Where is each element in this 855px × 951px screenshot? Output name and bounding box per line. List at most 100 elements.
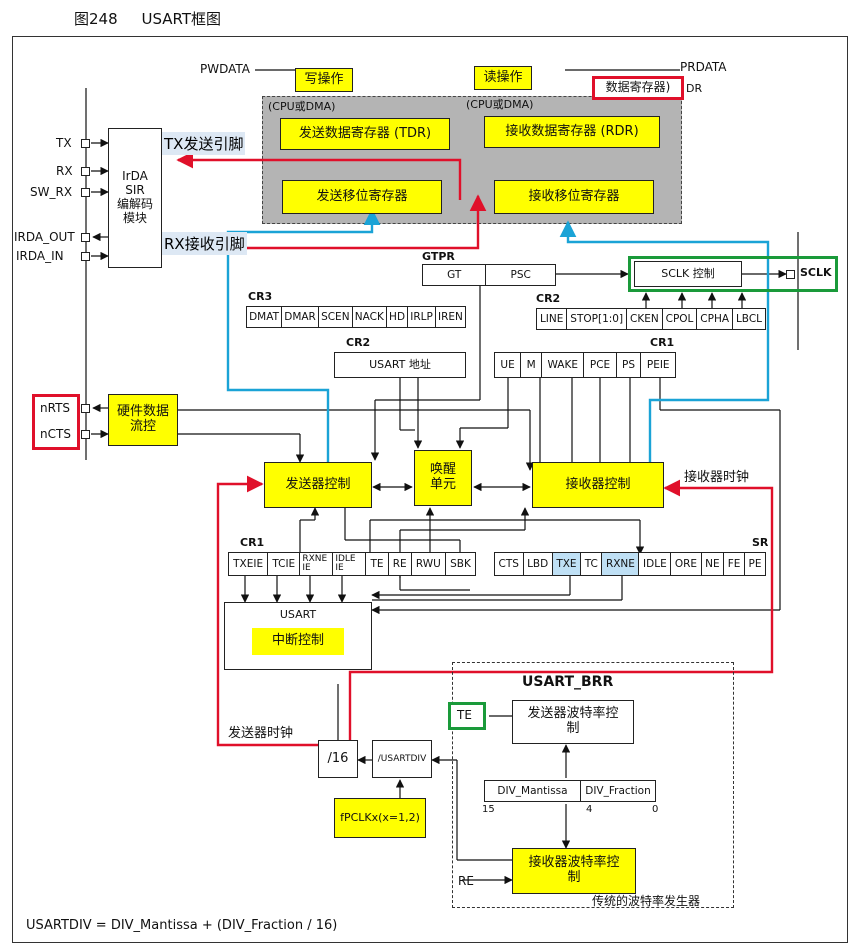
usart-address: USART 地址 xyxy=(334,352,466,378)
cr3-label: CR3 xyxy=(248,290,273,303)
pin-nrts-label: nRTS xyxy=(40,401,71,415)
figure-number: 图248 xyxy=(74,10,118,28)
sr-register: CTS LBD TXE TC RXNE IDLE ORE NE FE PE xyxy=(494,552,766,576)
rdr-register: 接收数据寄存器 (RDR) xyxy=(484,116,660,148)
tx-pin-annotation: TX发送引脚 xyxy=(162,132,246,155)
rx-pin-annotation: RX接收引脚 xyxy=(162,232,247,255)
sr-txe: TXE xyxy=(551,553,581,575)
pin-irda-out-label: IRDA_OUT xyxy=(14,230,75,244)
cr2-cpol: CPOL xyxy=(661,309,697,329)
cpu-dma-left: (CPU或DMA) xyxy=(268,100,336,113)
cr1-te: TE xyxy=(365,553,387,575)
sr-cts: CTS xyxy=(498,558,519,570)
pin-irda-out xyxy=(81,233,90,242)
pin-irda-in-label: IRDA_IN xyxy=(16,249,64,263)
rx-shift-register: 接收移位寄存器 xyxy=(494,180,654,214)
irda-line2: SIR xyxy=(125,183,145,198)
cr1-top-label: CR1 xyxy=(650,336,675,349)
cr2-addr-label: CR2 xyxy=(346,336,371,349)
cr1-re: RE xyxy=(387,553,411,575)
usartdiv-formula: USARTDIV = DIV_Mantissa + (DIV_Fraction … xyxy=(26,918,338,933)
pin-sw-rx-label: SW_RX xyxy=(30,185,73,199)
irda-line3: 编解码 xyxy=(116,197,153,211)
cr1-bottom-register: TXEIE TCIE RXNE IE IDLE IE TE RE RWU SBK xyxy=(228,552,476,576)
brr-register: DIV_Mantissa DIV_Fraction xyxy=(484,780,656,802)
usartdiv-divider: /USARTDIV xyxy=(372,740,432,778)
sr-ore: ORE xyxy=(670,553,700,575)
pin-sw-rx xyxy=(81,188,90,197)
pin-ncts-label: nCTS xyxy=(40,427,71,441)
cr3-dmat: DMAT xyxy=(249,311,280,323)
divide-by-16: /16 xyxy=(318,740,358,778)
rx-baud-control: 接收器波特率控制 xyxy=(512,848,636,894)
pin-nrts xyxy=(81,404,90,413)
cr1-peie: PEIE xyxy=(640,353,675,377)
brr-bit4: 4 xyxy=(586,804,593,815)
cr1-wake: WAKE xyxy=(541,353,583,377)
read-operation: 读操作 xyxy=(474,66,532,90)
te-input: TE xyxy=(448,702,486,730)
pin-irda-in xyxy=(81,252,90,261)
transmitter-clock-label: 发送器时钟 xyxy=(228,726,294,741)
cr1-m: M xyxy=(520,353,541,377)
sclk-control: SCLK 控制 xyxy=(634,261,742,287)
diagram-frame xyxy=(12,36,848,943)
cr2-cpha: CPHA xyxy=(696,309,732,329)
sclk-highlight xyxy=(628,256,838,292)
prdata-label: PRDATA xyxy=(680,60,727,74)
re-input: RE xyxy=(458,874,474,888)
flow-pins-highlight xyxy=(32,394,80,450)
pwdata-label: PWDATA xyxy=(200,62,251,76)
cr3-nack: NACK xyxy=(351,307,386,327)
cr2-lbcl: LBCL xyxy=(732,309,765,329)
pin-ncts xyxy=(81,430,90,439)
irda-line1: IrDA xyxy=(122,169,148,184)
brr-mantissa: DIV_Mantissa xyxy=(497,785,568,797)
cr1-rxneie: RXNE IE xyxy=(299,553,332,575)
cpu-dma-right: (CPU或DMA) xyxy=(466,98,534,111)
brr-fraction: DIV_Fraction xyxy=(580,781,655,801)
data-register-label: 数据寄存器) xyxy=(592,76,684,100)
dr-suffix: DR xyxy=(686,82,703,95)
pin-sclk xyxy=(786,270,795,279)
cr2-register: LINE STOP[1:0] CKEN CPOL CPHA LBCL xyxy=(536,308,766,330)
cr2-top-label: CR2 xyxy=(536,292,561,305)
cr1-idleie: IDLE IE xyxy=(332,553,365,575)
cr1-ue: UE xyxy=(500,359,515,371)
sr-lbd: LBD xyxy=(522,553,552,575)
cr3-irlp: IRLP xyxy=(407,307,435,327)
sr-ne: NE xyxy=(700,553,724,575)
gtpr-gt: GT xyxy=(447,269,462,281)
interrupt-title: USART xyxy=(279,608,317,621)
sr-rxne: RXNE xyxy=(601,553,639,575)
cr3-register: DMAT DMAR SCEN NACK HD IRLP IREN xyxy=(246,306,466,328)
sr-tc: TC xyxy=(580,553,601,575)
cr2-cken: CKEN xyxy=(626,309,662,329)
tx-shift-register: 发送移位寄存器 xyxy=(282,180,442,214)
sr-idle: IDLE xyxy=(638,553,670,575)
figure-name: USART框图 xyxy=(141,10,222,28)
brr-label: USART_BRR xyxy=(522,674,614,690)
cr1-txeie: TXEIE xyxy=(233,558,264,570)
transmitter-control: 发送器控制 xyxy=(264,462,372,508)
gtpr-psc: PSC xyxy=(485,265,555,285)
cr1-tcie: TCIE xyxy=(267,553,299,575)
sr-label: SR xyxy=(752,536,769,549)
pin-tx xyxy=(81,139,90,148)
pin-rx xyxy=(81,167,90,176)
figure-title: 图248 USART框图 xyxy=(74,8,221,29)
baud-generator-label: 传统的波特率发生器 xyxy=(592,894,701,908)
cr2-line: LINE xyxy=(539,313,564,325)
usart-brr-area xyxy=(452,662,734,908)
cr1-bottom-label: CR1 xyxy=(240,536,265,549)
tdr-register: 发送数据寄存器 (TDR) xyxy=(280,118,450,150)
write-operation: 写操作 xyxy=(295,68,353,92)
cr1-top-register: UE M WAKE PCE PS PEIE xyxy=(494,352,676,378)
cr3-dmar: DMAR xyxy=(281,307,318,327)
cr2-stop: STOP[1:0] xyxy=(566,309,626,329)
irda-sir-block: IrDA SIR 编解码 模块 xyxy=(108,128,162,268)
gtpr-label: GTPR xyxy=(422,250,455,263)
cr3-hd: HD xyxy=(385,307,407,327)
brr-bit15: 15 xyxy=(482,804,495,815)
sr-pe: PE xyxy=(743,553,765,575)
